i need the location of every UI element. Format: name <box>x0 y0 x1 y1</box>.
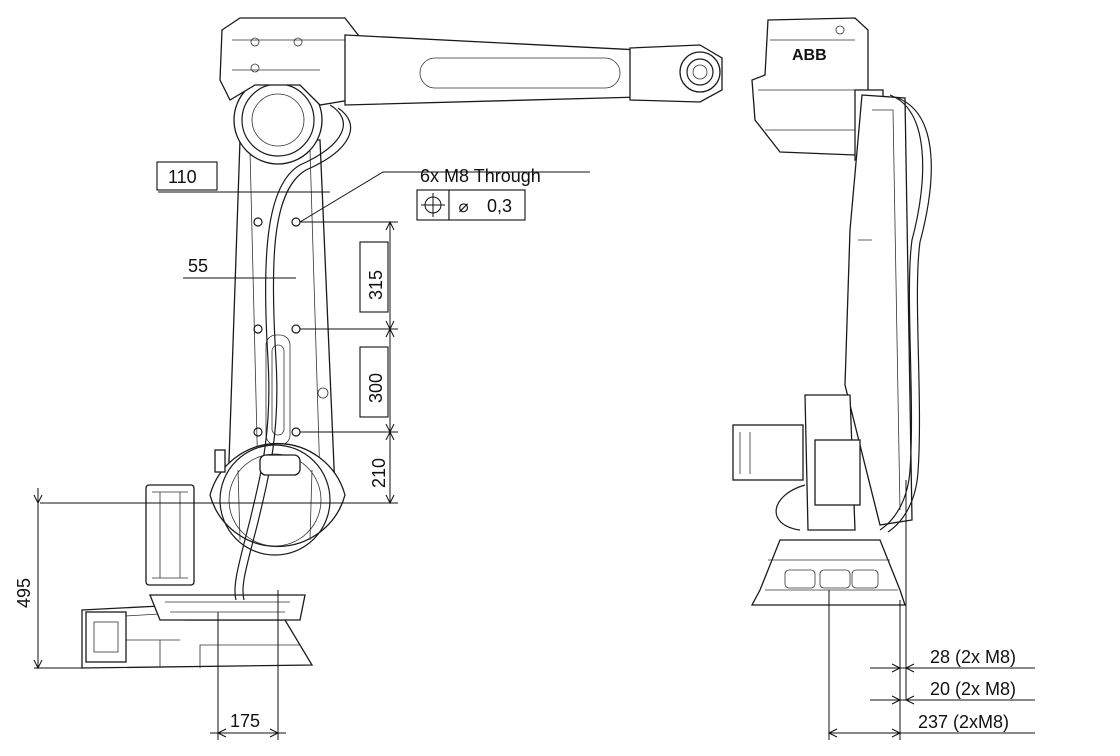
tolerance-value: 0,3 <box>487 196 512 216</box>
dim-175-label: 175 <box>230 711 260 731</box>
dim-110-label: 110 <box>168 167 197 187</box>
hole-note-label: 6x M8 Through <box>420 166 541 186</box>
dim-237-label: 237 (2xM8) <box>918 712 1009 732</box>
abb-logo: ABB <box>792 47 827 64</box>
dim-300-label: 300 <box>366 373 386 403</box>
front-dimensions <box>33 161 590 740</box>
dim-28-label: 28 (2x M8) <box>930 647 1016 667</box>
side-dimensions <box>827 480 1035 740</box>
dim-495-label: 495 <box>14 578 34 608</box>
dim-210-label: 210 <box>369 458 389 488</box>
dim-20-label: 20 (2x M8) <box>930 679 1016 699</box>
diameter-symbol: ⌀ <box>458 197 469 216</box>
dim-315-label: 315 <box>366 270 386 300</box>
side-view <box>732 17 932 606</box>
front-view <box>81 17 723 669</box>
dim-55-label: 55 <box>188 256 208 276</box>
